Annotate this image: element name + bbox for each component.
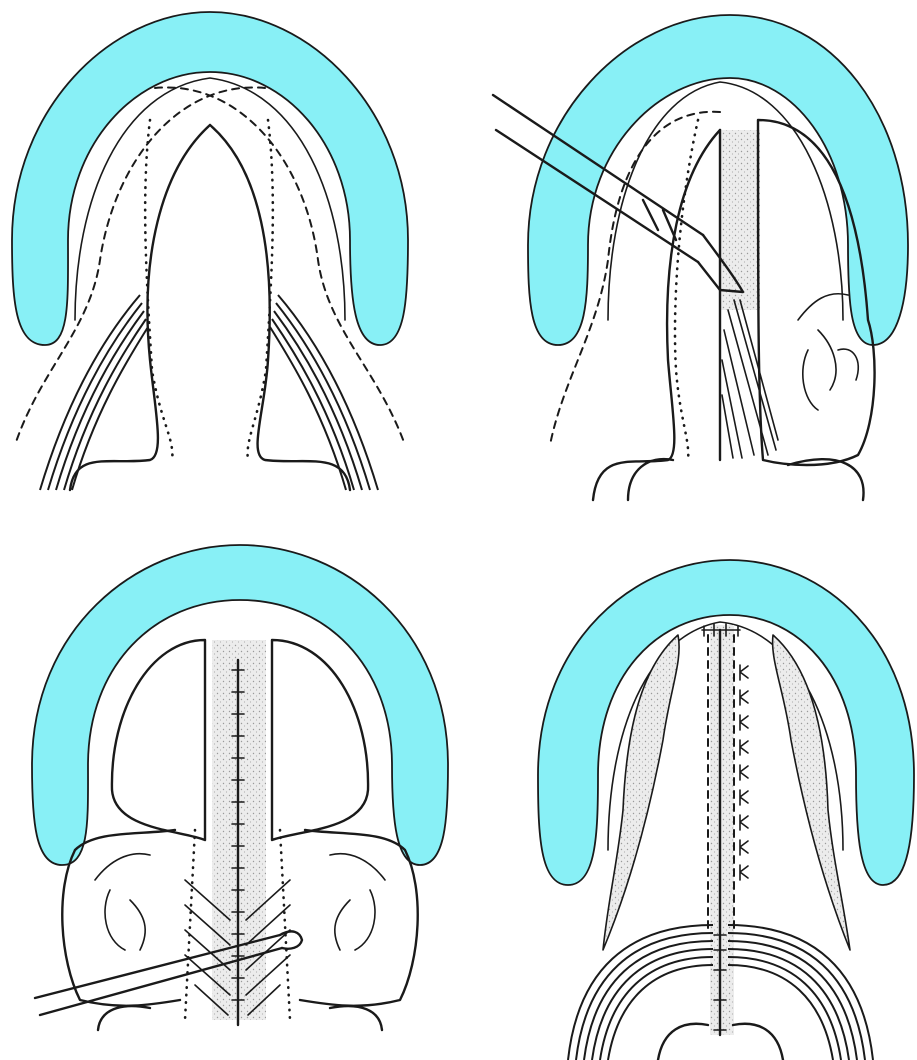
incision-plan-drawing [0,0,458,530]
flap-elevation-drawing [458,0,916,530]
flap-vessels [798,294,858,410]
panel-midline-closure [0,530,458,1060]
relaxing-incision-left [145,120,172,460]
muscle-sling-right [728,925,873,1060]
flap-vessels-left [95,854,150,950]
panel-flap-elevation [458,0,916,530]
muscle-boundary-right [280,830,290,1020]
cleft-margin-left [593,130,720,500]
uvula-outline [628,459,864,500]
panel-final-repair [458,530,916,1060]
palatal-flap-left [112,640,205,840]
panel-incision-plan [0,0,458,530]
midline-closure-drawing [0,530,458,1060]
oral-layer-sutures [740,665,748,880]
muscle-boundary-left [185,830,195,1020]
repaired-midline-mucosa [710,625,734,1035]
flap-vessels-right [330,854,385,950]
muscle-sling-left [568,925,713,1060]
final-repair-drawing [458,530,916,1060]
alveolar-ridge [12,12,408,345]
alveolar-ridge [528,15,908,345]
palatal-flap-right [272,640,368,840]
levator-muscle-exposed [722,300,778,458]
exposed-mucosa [720,130,760,310]
